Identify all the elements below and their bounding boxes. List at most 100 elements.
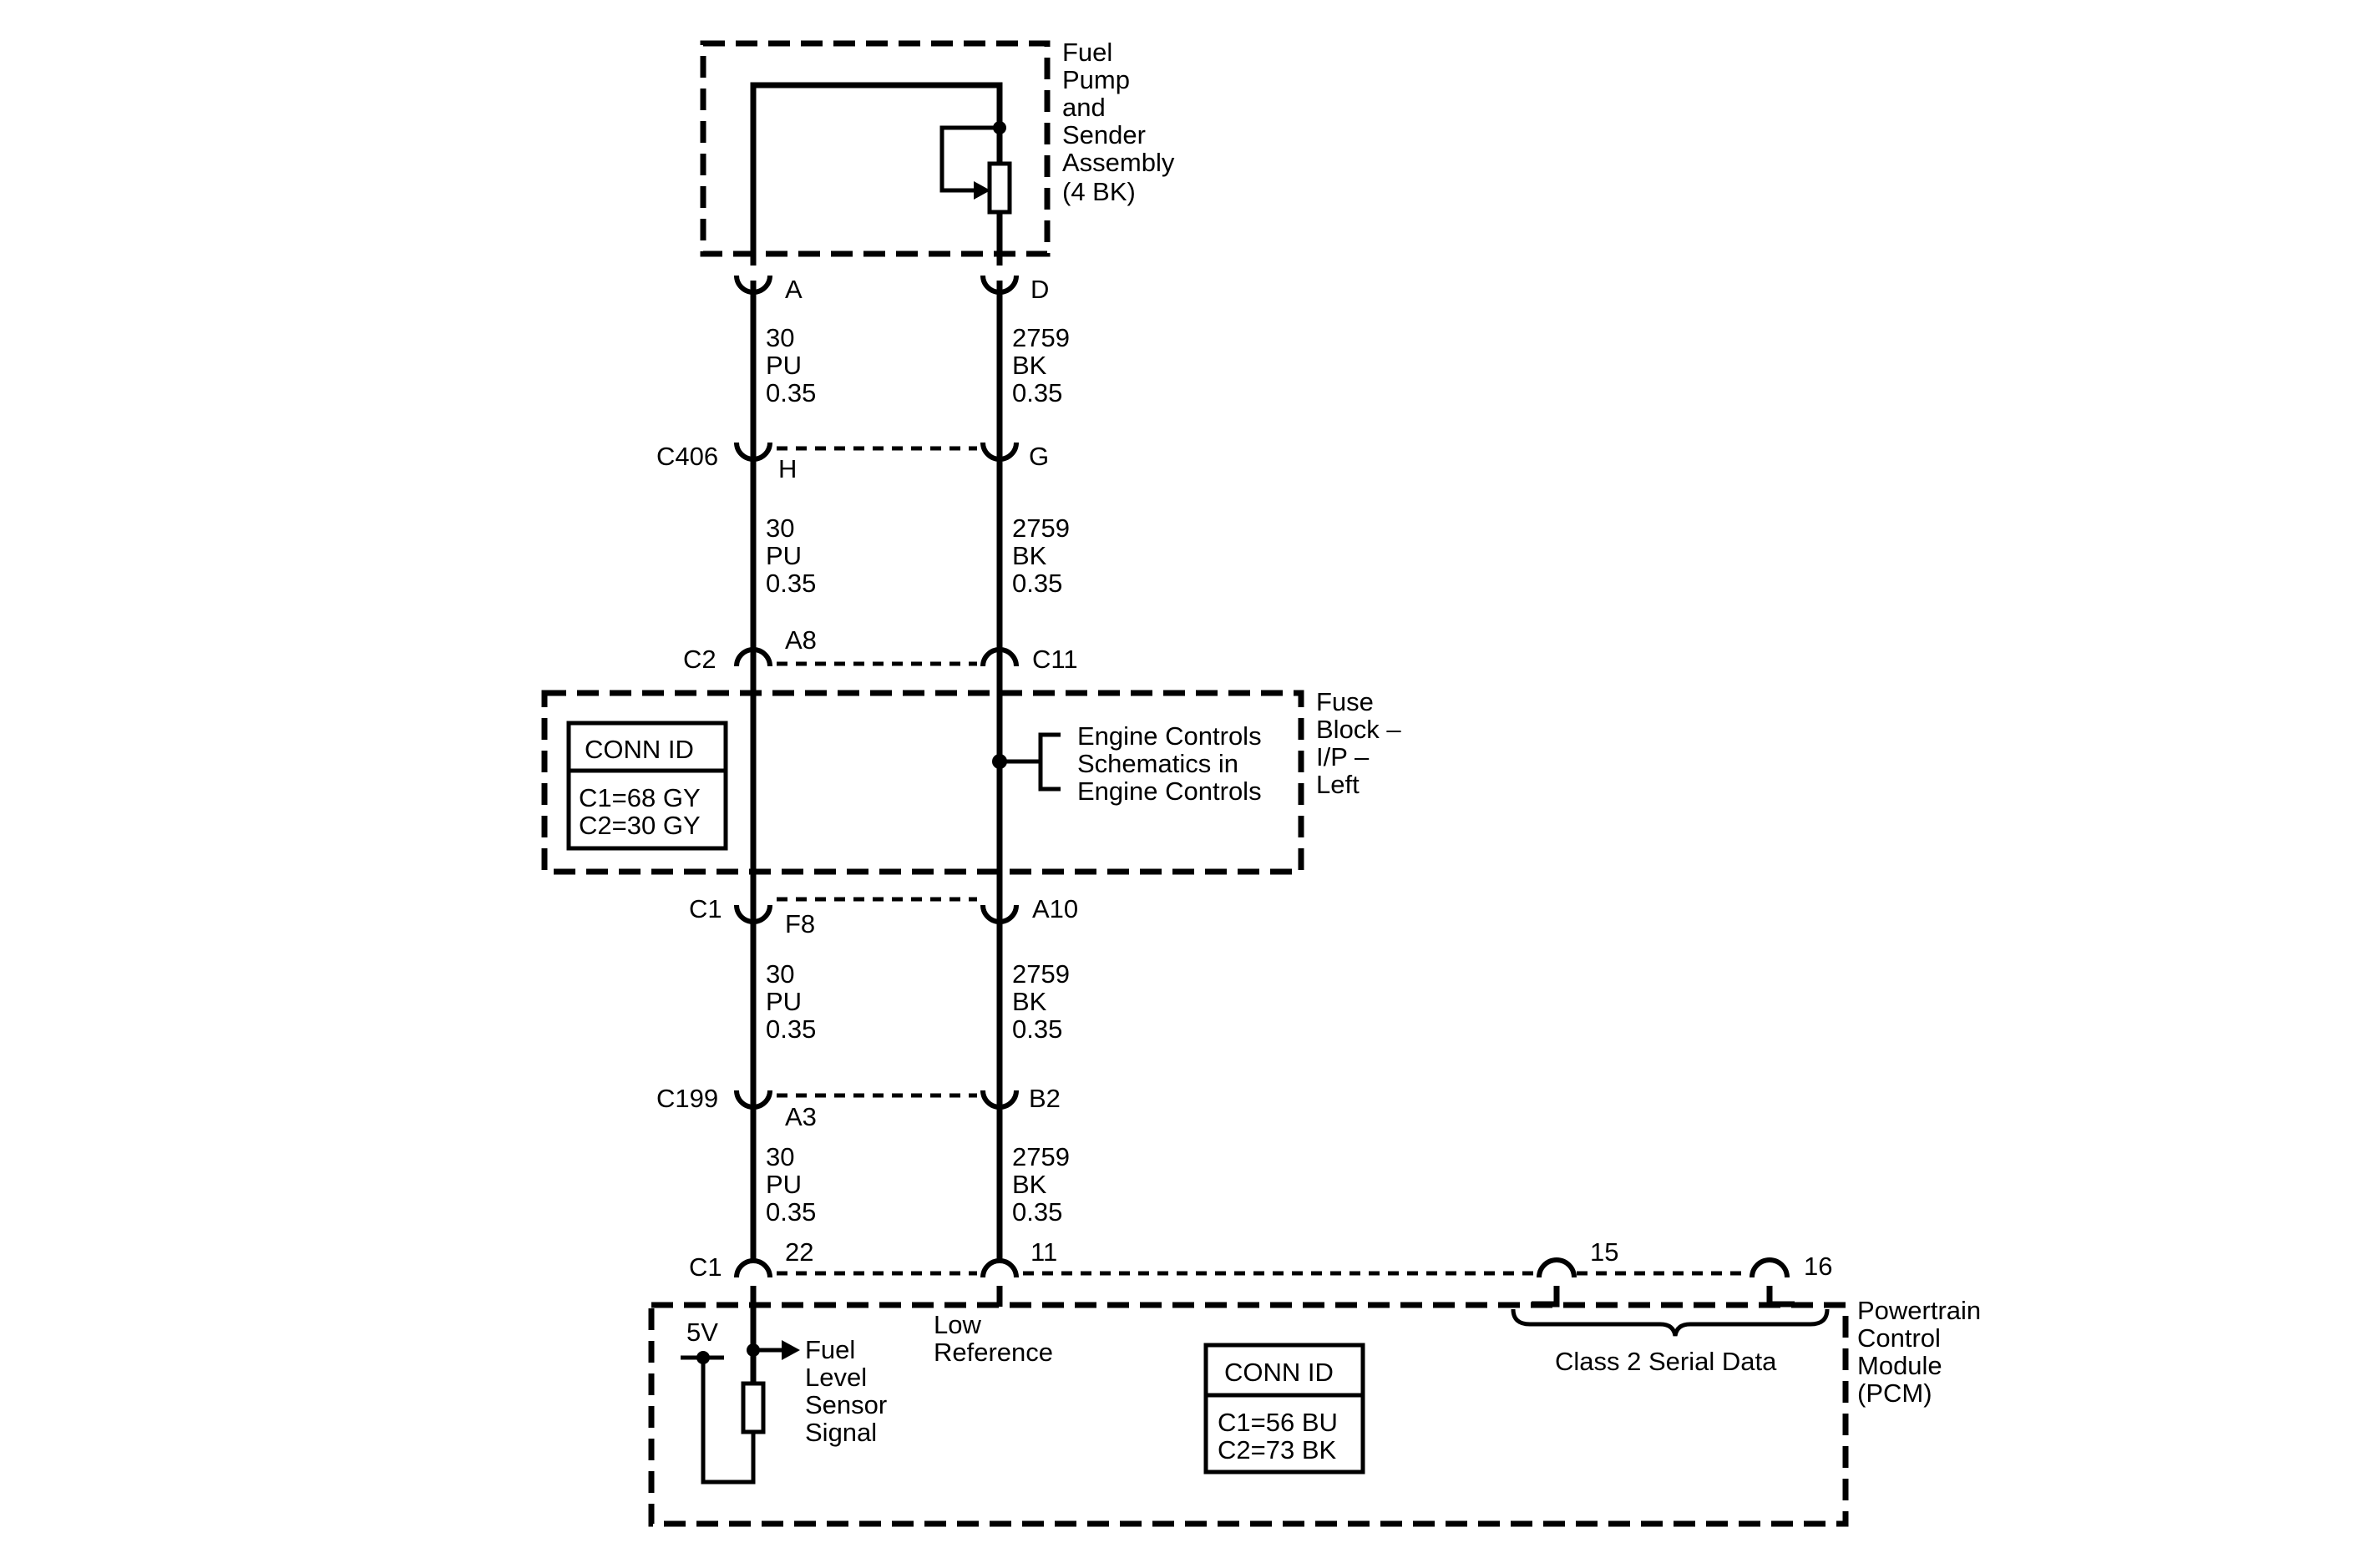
pin-label-b2: B2	[1029, 1084, 1061, 1113]
wire-size-right: 0.35	[1012, 1014, 1062, 1044]
fuse-block-label-line: Left	[1316, 770, 1360, 799]
wire-size-right: 0.35	[1012, 1197, 1062, 1227]
pin-label-a: A	[785, 275, 803, 304]
wire-color-left: PU	[766, 1170, 802, 1199]
wire-circuit-right: 2759	[1012, 959, 1070, 989]
fuel-pump-label-line: Pump	[1062, 65, 1130, 94]
fuel-pump-label: Fuel Pump and Sender Assembly (4 BK)	[1062, 38, 1175, 206]
connector-c2-pin-a8	[734, 647, 772, 667]
pin-label-h: H	[778, 454, 797, 483]
pull-up-return-wire	[701, 1358, 756, 1485]
connector-c199-pin-b2	[980, 1090, 1019, 1110]
fuel-pump-label-line: (4 BK)	[1062, 177, 1136, 206]
reference-bracket	[1038, 732, 1061, 792]
fuel-level-sensor-signal-label: Fuel Level Sensor Signal	[805, 1335, 887, 1447]
conn-id-line: C2=30 GY	[579, 811, 701, 840]
fuse-block-label-line: I/P –	[1316, 742, 1370, 771]
fuel-sender-wiper-arrow-icon	[974, 181, 990, 200]
sensor-signal-arrow-icon	[782, 1340, 800, 1360]
wire-size-left: 0.35	[766, 1014, 816, 1044]
signal-label-line: Level	[805, 1363, 867, 1392]
connector-pcm-pin-16	[1750, 1257, 1790, 1278]
wire-size-left: 0.35	[766, 1197, 816, 1227]
fuel-pump-label-line: Fuel	[1062, 38, 1112, 67]
conn-id-title: CONN ID	[1224, 1358, 1334, 1387]
wire-size-right: 0.35	[1012, 378, 1062, 407]
fuel-pump-label-line: Sender	[1062, 120, 1146, 149]
connector-c1-pin-f8	[734, 904, 772, 924]
wire-circuit-left: 30	[766, 513, 794, 543]
conn-id-box-fuse-block: CONN ID C1=68 GY C2=30 GY	[566, 721, 728, 851]
connector-pcm-pin-22	[734, 1258, 772, 1278]
pcm-boundary	[648, 1302, 1849, 1527]
pin-label-f8: F8	[785, 909, 815, 938]
fuel-sender-wiper-wire	[939, 125, 1000, 193]
wire-color-left: PU	[766, 351, 802, 380]
connector-c406-pin-g	[980, 442, 1019, 462]
pcm-label-line: Control	[1857, 1323, 1941, 1353]
wire-color-right: BK	[1012, 987, 1047, 1016]
wire-circuit-right: 2759	[1012, 1142, 1070, 1171]
conn-id-line: C1=56 BU	[1218, 1408, 1338, 1437]
wire-color-right: BK	[1012, 541, 1047, 570]
pcm-label-line: Powertrain	[1857, 1296, 1981, 1325]
conn-id-title: CONN ID	[585, 735, 694, 764]
pin-label-a10: A10	[1032, 894, 1078, 923]
low-reference-label: Low Reference	[934, 1310, 1053, 1367]
low-reference-line: Low	[934, 1310, 981, 1339]
connector-c406-name: C406	[656, 442, 718, 471]
fuel-pump-internal-wire	[750, 82, 1003, 266]
pin-label-16: 16	[1804, 1252, 1832, 1281]
fuse-block-label-line: Block –	[1316, 715, 1401, 744]
wire-color-right: BK	[1012, 1170, 1047, 1199]
fuse-block-label-line: Fuse	[1316, 687, 1374, 716]
connector-pin-a10	[980, 904, 1019, 924]
serial-data-brace	[1511, 1308, 1830, 1337]
reference-line: Engine Controls	[1077, 721, 1262, 751]
wire-circuit-left: 30	[766, 959, 794, 989]
pin-label-a3: A3	[785, 1102, 817, 1131]
conn-id-line: C2=73 BK	[1218, 1435, 1337, 1464]
wire-circuit-left: 30	[766, 1142, 794, 1171]
wire-circuit-left: 30	[766, 323, 794, 352]
fuel-pump-label-line: and	[1062, 93, 1106, 122]
engine-controls-reference: Engine Controls Schematics in Engine Con…	[1077, 721, 1262, 806]
wire-circuit-right: 2759	[1012, 513, 1070, 543]
conn-id-box-pcm: CONN ID C1=56 BU C2=73 BK	[1203, 1343, 1365, 1475]
connector-c2-name: C2	[683, 645, 717, 674]
low-reference-line: Reference	[934, 1338, 1053, 1367]
connector-c1-name: C1	[689, 894, 722, 923]
wire-size-left: 0.35	[766, 569, 816, 598]
pcm-label-line: (PCM)	[1857, 1378, 1932, 1408]
fuel-pump-assembly-boundary	[700, 40, 1051, 257]
signal-label-line: Signal	[805, 1418, 877, 1447]
pin-label-g: G	[1029, 442, 1049, 471]
connector-c199-pin-a3	[734, 1090, 772, 1110]
fuel-pump-label-line: Assembly	[1062, 148, 1175, 177]
fuse-block-boundary	[541, 690, 1304, 875]
signal-label-line: Fuel	[805, 1335, 855, 1364]
reference-line: Engine Controls	[1077, 776, 1262, 806]
connector-c199-name: C199	[656, 1084, 718, 1113]
connector-pcm-name: C1	[689, 1252, 722, 1282]
pull-up-resistor	[741, 1381, 766, 1434]
wire-circuit-right: 2759	[1012, 323, 1070, 352]
connector-c11	[980, 647, 1019, 667]
serial-data-wire-15	[1532, 1286, 1560, 1308]
reference-line: Schematics in	[1077, 749, 1238, 778]
pin-label-a8: A8	[785, 625, 817, 655]
serial-data-label: Class 2 Serial Data	[1555, 1347, 1777, 1376]
wire-color-right: BK	[1012, 351, 1047, 380]
wire-color-left: PU	[766, 541, 802, 570]
pin-label-c11: C11	[1032, 645, 1078, 674]
wire-size-left: 0.35	[766, 378, 816, 407]
wire-size-right: 0.35	[1012, 569, 1062, 598]
fuel-sender-resistor	[987, 161, 1012, 215]
pin-label-15: 15	[1590, 1237, 1618, 1267]
serial-data-wire-16	[1766, 1286, 1795, 1308]
pin-label-22: 22	[785, 1237, 813, 1267]
pin-label-d: D	[1030, 275, 1049, 304]
voltage-label: 5V	[686, 1318, 718, 1347]
conn-id-line: C1=68 GY	[579, 783, 701, 812]
